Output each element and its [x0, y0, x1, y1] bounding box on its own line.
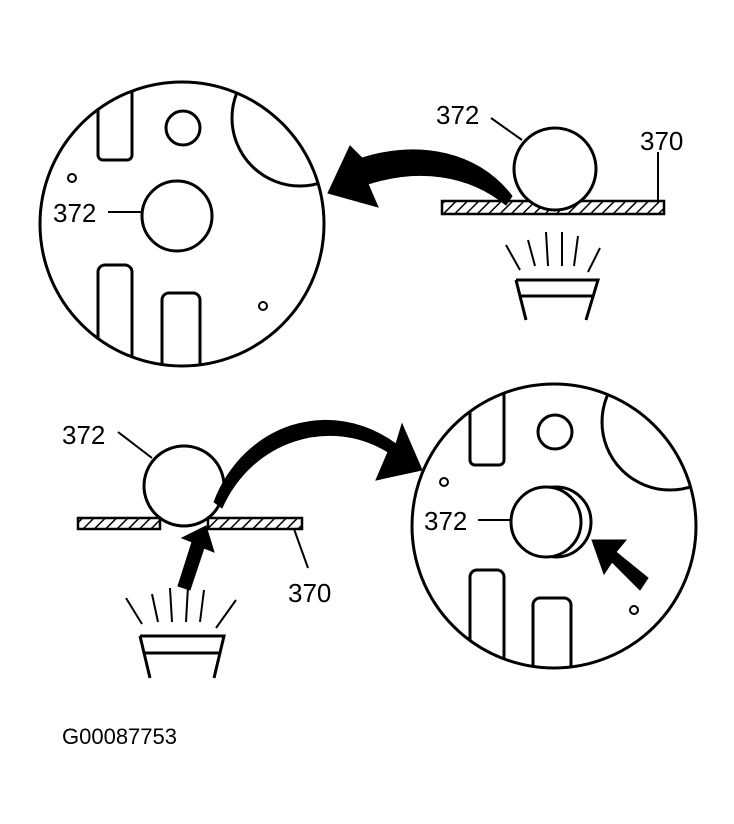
separator-plate-bottom-right [206, 516, 304, 531]
bottom-ball-on-plate: 372 370 [62, 420, 331, 679]
callout-372-top-right: 372 [436, 100, 479, 130]
callout-372-bottom-right: 372 [424, 506, 467, 536]
check-ball-bottom [142, 444, 226, 528]
check-ball-top [512, 126, 598, 212]
figure-code: G00087753 [62, 724, 177, 749]
top-curved-arrow [327, 145, 513, 208]
top-ball-on-plate: 372 370 [436, 100, 683, 321]
bottom-curved-arrow [213, 419, 423, 509]
callout-370-bottom-left: 370 [288, 578, 331, 608]
callout-370-top-right: 370 [640, 126, 683, 156]
check-ball-unseated [509, 485, 583, 559]
callout-372-top-left: 372 [53, 198, 96, 228]
air-flow-arrow [177, 525, 215, 591]
air-nozzle-top [505, 231, 601, 321]
top-valve-body-detail: 372 [38, 80, 326, 368]
pointer-arrow [591, 539, 649, 591]
check-ball-seated [140, 179, 214, 253]
separator-plate-bottom-left [76, 516, 162, 531]
callout-372-bottom-left: 372 [62, 420, 105, 450]
air-nozzle-bottom [125, 585, 237, 679]
bottom-valve-body-detail: 372 [410, 382, 698, 670]
